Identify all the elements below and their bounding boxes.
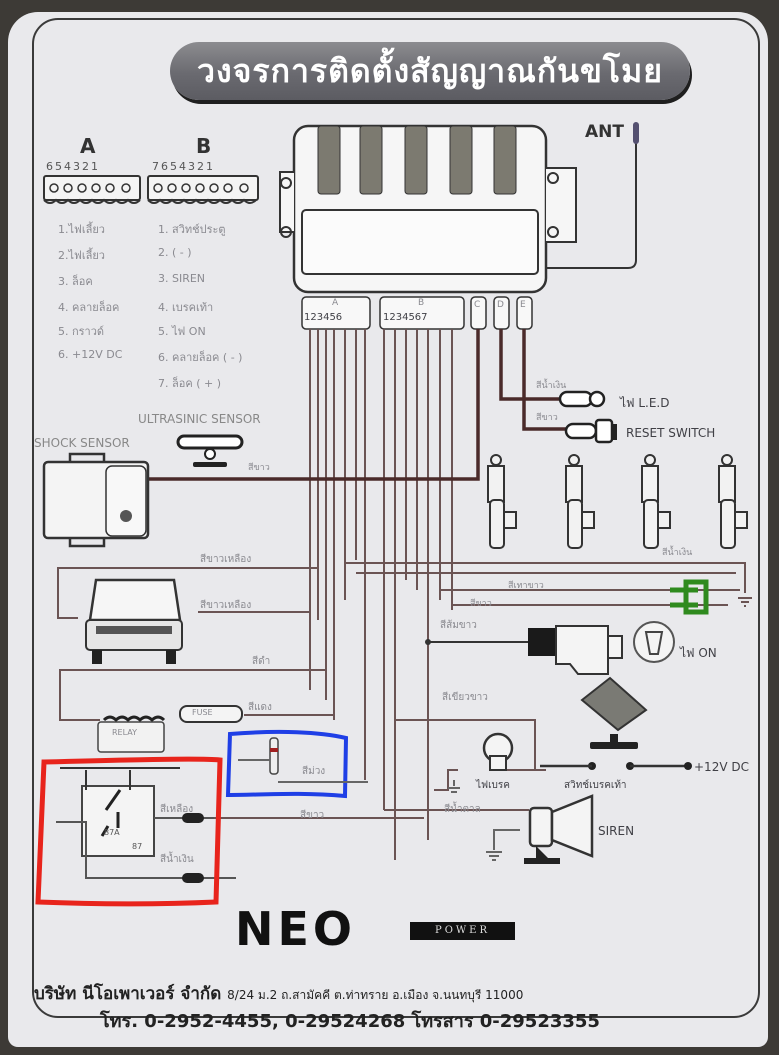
ultrasonic-sensor-label: ULTRASINIC SENSOR [138, 412, 261, 426]
connector-b-legend-7: 7. ล็อค ( + ) [158, 377, 221, 390]
connector-a-legend-4: 4. คลายล็อค [58, 301, 120, 314]
wire-label-on: สีส้มขาว [440, 620, 477, 631]
wire-label-turn-right: สีขาวเหลือง [200, 600, 252, 611]
brand-logo-tag: POWER [410, 922, 515, 940]
alarm-control-module [279, 124, 577, 330]
brake-pedal-switch [540, 676, 692, 770]
brake-light-label: ไฟเบรค [476, 780, 510, 791]
connector-b-pin-numbers: 7654321 [152, 160, 215, 173]
connector-b-block [147, 175, 259, 204]
coil-relay [97, 715, 166, 753]
connector-b-legend-5: 5. ไฟ ON [158, 325, 206, 338]
company-phones: โทร. 0-2952-4455, 0-29524268 โทรสาร 0-29… [100, 1011, 600, 1032]
on-light-label: ไฟ ON [680, 646, 717, 660]
actuator-3 [641, 454, 671, 549]
port-d: D [497, 300, 504, 310]
car-front-icon [85, 578, 183, 664]
power-input-label: +12V DC [694, 760, 749, 774]
relay [56, 767, 424, 883]
relay-pin-87: 87 [132, 842, 143, 851]
port-b-letter: B [418, 298, 425, 308]
port-e: E [520, 300, 526, 310]
reset-wire [522, 329, 584, 431]
connector-b-legend-6: 6. คลายล็อค ( - ) [158, 351, 243, 364]
reset-switch-label: RESET SWITCH [626, 426, 716, 440]
wire-label-lock: สีน้ำเงิน [662, 548, 693, 558]
wire-label-fuse: สีแดง [248, 702, 272, 713]
connector-b-legend-1: 1. สวิทช์ประตู [158, 223, 226, 236]
port-a-letter: A [332, 298, 339, 308]
company-name: บริษัท นีโอเพาเวอร์ จำกัด [34, 984, 222, 1004]
footer-company-line: บริษัท นีโอเพาเวอร์ จำกัด 8/24 ม.2 ถ.สาม… [34, 980, 523, 1007]
relay-coil-label: RELAY [112, 728, 137, 737]
diagram-frame [32, 18, 760, 1018]
door-lock-actuators [487, 454, 748, 549]
shock-sensor-label: SHOCK SENSOR [34, 436, 130, 450]
connector-b-legend-4: 4. เบรคเท้า [158, 301, 214, 314]
harness-wires [309, 329, 453, 860]
wire-label-ground: สีดำ [252, 656, 271, 667]
antenna [546, 122, 639, 269]
wire-label-led: สีน้ำเงิน [536, 381, 567, 391]
brake-light-bulb [482, 732, 514, 771]
siren-horn [384, 794, 594, 864]
connector-a-legend-6: 6. +12V DC [58, 348, 123, 361]
wire-label-relay-out: สีขาว [300, 810, 325, 821]
ultrasonic-sensor [176, 434, 244, 467]
sensor-wire [148, 329, 480, 481]
port-a-pins: 123456 [304, 312, 343, 323]
connector-a-pin-numbers: 654321 [46, 160, 100, 173]
reset-switch [564, 418, 617, 444]
port-c: C [474, 300, 481, 310]
led-label: ไฟ L.E.D [620, 396, 670, 410]
door-switch [238, 737, 368, 783]
wire-label-brake: สีเขียวขาว [442, 692, 488, 703]
led-wire [499, 329, 561, 401]
led-indicator [558, 390, 606, 408]
connector-a-legend-2: 2.ไฟเลี้ยว [58, 249, 105, 262]
siren-label: SIREN [598, 824, 635, 838]
port-b-pins: 1234567 [383, 312, 428, 323]
actuator-1 [487, 454, 517, 549]
page-title: วงจรการติดตั้งสัญญาณกันขโมย [170, 42, 690, 100]
connector-a-legend-5: 5. กราวด์ [58, 325, 105, 338]
relay-pin-87a: 87A [104, 828, 120, 837]
blue-annotation-box [225, 729, 349, 799]
company-address: 8/24 ม.2 ถ.สามัคคี ต.ท่าทราย อ.เมือง จ.น… [227, 988, 524, 1002]
page-title-text: วงจรการติดตั้งสัญญาณกันขโมย [197, 51, 663, 90]
shock-sensor [42, 452, 150, 548]
green-annotation-mark [670, 579, 709, 615]
connector-b-legend-3: 3. SIREN [158, 272, 206, 285]
connector-b-legend-2: 2. ( - ) [158, 246, 192, 259]
connector-a-legend-3: 3. ล็อค [58, 275, 93, 288]
wire-label-unlock: สีเทาขาว [508, 581, 544, 591]
brake-pedal-switch-label: สวิทช์เบรคเท้า [564, 780, 627, 791]
wire-label-relay-2: สีน้ำเงิน [160, 854, 194, 865]
connector-a-letter: A [80, 134, 96, 158]
wire-label-sensor: สีขาว [248, 463, 270, 473]
connector-a-legend-1: 1.ไฟเลี้ยว [58, 223, 105, 236]
antenna-label: ANT [585, 122, 624, 142]
wire-label-white: สีขาว [470, 599, 492, 609]
actuator-2 [565, 454, 595, 549]
actuator-4 [718, 454, 748, 549]
brand-logo-text: NEO [235, 902, 357, 956]
connector-a-block [43, 175, 141, 204]
wire-label-reset: สีขาว [536, 413, 558, 423]
red-annotation-box [35, 756, 223, 907]
wire-label-relay-1: สีเหลือง [160, 804, 194, 815]
connector-b-letter: B [196, 134, 212, 158]
fuse [179, 705, 243, 723]
wire-label-siren: สีน้ำตาล [444, 804, 481, 815]
on-light-bulb [425, 621, 675, 675]
fuse-label: FUSE [192, 708, 213, 717]
wire-label-turn-left: สีขาวเหลือง [200, 554, 252, 565]
wire-label-door: สีม่วง [302, 766, 326, 777]
